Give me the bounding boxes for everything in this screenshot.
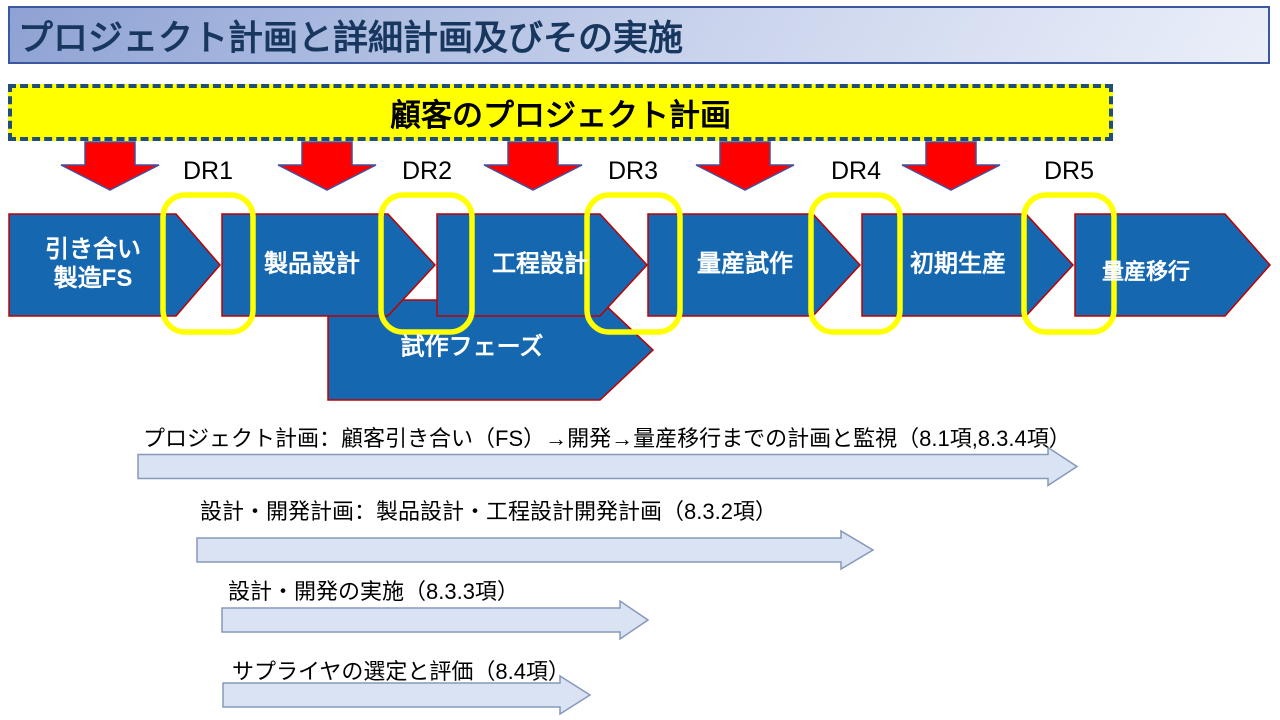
customer-project-plan-banner: 顧客のプロジェクト計画 <box>8 84 1113 141</box>
plan-timeline-arrow <box>221 599 650 641</box>
plan-timeline-arrow <box>196 529 875 571</box>
customer-project-plan-label: 顧客のプロジェクト計画 <box>390 98 731 133</box>
dr3-label: DR3 <box>607 157 659 185</box>
red-down-arrow <box>901 141 1001 191</box>
plan-row-supplier-eval-text: サプライヤの選定と評価（8.4項） <box>232 659 570 684</box>
phase-label-product-design: 製品設計 <box>264 250 360 278</box>
dr4-label: DR4 <box>830 157 882 185</box>
phase-label-initial-prod: 初期生産 <box>910 250 1006 278</box>
dr2-label: DR2 <box>401 157 453 185</box>
plan-row-design-dev-impl-text: 設計・開発の実施（8.3.3項） <box>228 579 519 604</box>
red-down-arrow <box>695 141 795 191</box>
phase-chevron <box>647 213 862 317</box>
phase-chevron <box>1074 213 1272 317</box>
red-down-arrow <box>60 141 160 191</box>
phase-chevron <box>8 213 221 317</box>
red-down-arrow <box>483 141 583 191</box>
dr-gate-frame <box>808 192 903 335</box>
title-bar: プロジェクト計画と詳細計画及びその実施 <box>8 6 1270 64</box>
dr-gate-frame <box>160 192 256 335</box>
phase-chevron <box>861 213 1075 317</box>
slide-title: プロジェクト計画と詳細計画及びその実施 <box>18 18 684 58</box>
dr-gate-frame <box>584 192 683 335</box>
phase-chevron <box>436 213 649 317</box>
phase-label-mass-prod-transfer: 量産移行 <box>1101 258 1191 284</box>
plan-timeline-arrow <box>222 674 592 716</box>
red-down-arrow <box>277 141 377 191</box>
plan-timeline-arrow <box>137 446 1079 487</box>
sub-phase-label-prototype: 試作フェーズ <box>400 333 544 361</box>
phase-label-inquiry-fs: 引き合い 製造FS <box>45 236 141 292</box>
dr-gate-frame <box>1021 192 1117 335</box>
dr1-label: DR1 <box>182 157 234 185</box>
phase-label-process-design: 工程設計 <box>492 250 588 278</box>
plan-row-design-dev-plan-text: 設計・開発計画：製品設計・工程設計開発計画（8.3.2項） <box>200 499 777 524</box>
dr-gate-frame <box>378 192 475 335</box>
plan-row-project-plan-text: プロジェクト計画：顧客引き合い（FS）→開発→量産移行までの計画と監視（8.1項… <box>143 426 1071 451</box>
phase-label-mass-prod-trial: 量産試作 <box>697 250 793 278</box>
dr5-label: DR5 <box>1043 157 1095 185</box>
